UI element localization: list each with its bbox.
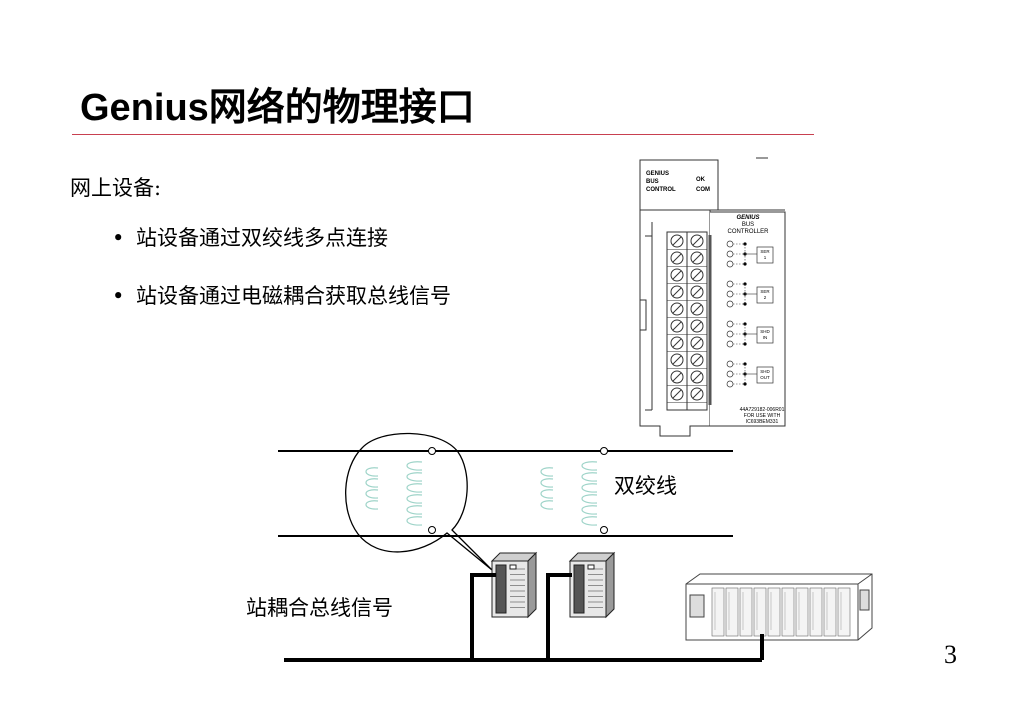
terminal-group-label: 2 bbox=[764, 295, 767, 300]
coupling-label: 站耦合总线信号 bbox=[246, 596, 393, 620]
panel-title-line: CONTROLLER bbox=[727, 229, 769, 235]
rack-module-slot bbox=[823, 587, 837, 637]
screw-terminal bbox=[690, 302, 704, 316]
rack-module-slot bbox=[837, 587, 851, 637]
station-device bbox=[568, 551, 616, 619]
station-device bbox=[490, 551, 538, 619]
bullet-text: 站设备通过双绞线多点连接 bbox=[136, 226, 388, 250]
screw-terminal bbox=[670, 268, 684, 282]
screw-terminal bbox=[690, 336, 704, 350]
twisted-pair-bus bbox=[278, 450, 733, 537]
screw-terminal bbox=[690, 251, 704, 265]
screw-terminal bbox=[670, 251, 684, 265]
module-label-line: CONTROL bbox=[646, 187, 676, 193]
bus-terminal-points bbox=[428, 447, 608, 534]
rack-module-slot bbox=[767, 587, 781, 637]
rack-module-slot bbox=[809, 587, 823, 637]
terminal-group-label: 1 bbox=[764, 255, 767, 260]
screw-terminal bbox=[690, 234, 704, 248]
screw-terminal bbox=[670, 387, 684, 401]
intro-text: 网上设备: bbox=[70, 176, 162, 200]
bullet-text: 站设备通过电磁耦合获取总线信号 bbox=[136, 284, 451, 308]
screw-terminal bbox=[690, 353, 704, 367]
screw-terminal bbox=[690, 370, 704, 384]
terminal-group-label: OUT bbox=[760, 375, 770, 380]
slide-title: Genius网络的物理接口 bbox=[80, 87, 475, 129]
screw-terminal bbox=[690, 268, 704, 282]
bus-trunk-cable bbox=[284, 573, 764, 662]
magnifier-bubble bbox=[345, 432, 493, 571]
screw-terminal bbox=[670, 302, 684, 316]
page-number: 3 bbox=[944, 640, 957, 669]
coupling-coils bbox=[365, 461, 598, 526]
terminal-point bbox=[726, 280, 747, 288]
terminal-point bbox=[726, 340, 747, 348]
terminal-group-label: SHD bbox=[760, 369, 770, 374]
panel-title-line: BUS bbox=[742, 222, 754, 228]
rack-module-slot bbox=[781, 587, 795, 637]
terminal-point bbox=[726, 260, 747, 268]
terminal-group-label: SER bbox=[760, 289, 770, 294]
rack-module-slot bbox=[739, 587, 753, 637]
module-footer-line: 44A729182-006R01 bbox=[740, 407, 785, 413]
twisted-pair-label: 双绞线 bbox=[614, 474, 677, 498]
station-devices bbox=[490, 551, 616, 619]
screw-terminal bbox=[690, 285, 704, 299]
bullet-item: •站设备通过电磁耦合获取总线信号 bbox=[112, 284, 451, 308]
module-footer-line: FOR USE WITH bbox=[744, 413, 781, 419]
title-divider bbox=[72, 134, 814, 135]
terminal-group-label: SHD bbox=[760, 329, 770, 334]
module-footer-line: IC693BEM331 bbox=[746, 419, 779, 425]
screw-terminal bbox=[670, 353, 684, 367]
bullet-list: •站设备通过双绞线多点连接 •站设备通过电磁耦合获取总线信号 bbox=[112, 222, 451, 338]
screw-terminal bbox=[670, 319, 684, 333]
screw-terminal bbox=[670, 336, 684, 350]
terminal-point bbox=[726, 380, 747, 388]
terminal-point bbox=[726, 250, 747, 258]
module-label-line: GENIUS bbox=[646, 171, 669, 177]
terminal-point bbox=[726, 320, 747, 328]
status-label-com: COM bbox=[696, 187, 710, 193]
screw-terminal bbox=[690, 319, 704, 333]
screw-terminal bbox=[690, 387, 704, 401]
terminal-group-label: SER bbox=[760, 249, 770, 254]
rack-module-slot bbox=[711, 587, 725, 637]
rack-module-slot bbox=[795, 587, 809, 637]
terminal-point bbox=[726, 360, 747, 368]
panel-title-line: GENIUS bbox=[736, 215, 759, 221]
screw-terminal bbox=[670, 234, 684, 248]
screw-terminal bbox=[670, 285, 684, 299]
terminal-point bbox=[726, 300, 747, 308]
screw-terminal bbox=[670, 370, 684, 384]
rack-module-slot bbox=[753, 587, 767, 637]
status-label-ok: OK bbox=[696, 177, 706, 183]
module-label-line: BUS bbox=[646, 179, 659, 185]
terminal-group-label: IN bbox=[763, 335, 768, 340]
rack-module-slot bbox=[725, 587, 739, 637]
plc-rack bbox=[685, 573, 873, 641]
bullet-item: •站设备通过双绞线多点连接 bbox=[112, 226, 388, 250]
terminal-point bbox=[726, 370, 747, 378]
